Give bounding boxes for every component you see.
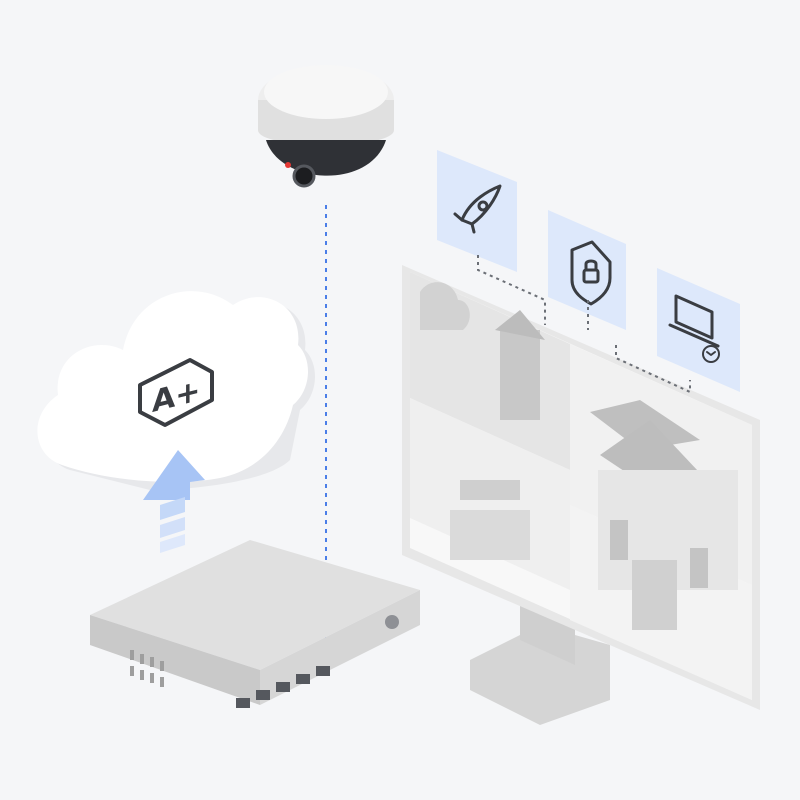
feature-tile-security bbox=[548, 210, 626, 330]
camera-view-house-left bbox=[410, 272, 570, 470]
feature-tile-remote-access bbox=[657, 268, 740, 392]
feature-tile-speed bbox=[437, 150, 517, 272]
laptop-refresh-icon bbox=[668, 294, 720, 363]
switch-ports bbox=[236, 666, 330, 708]
feature-connectors bbox=[477, 255, 691, 394]
rocket-icon bbox=[453, 184, 502, 234]
camera-indicator-light bbox=[285, 162, 291, 168]
cloud-service: A+ bbox=[37, 291, 316, 490]
upload-arrow-icon bbox=[143, 450, 205, 553]
camera-view-mansion bbox=[570, 420, 752, 700]
dome-security-camera bbox=[258, 65, 394, 188]
poe-network-switch bbox=[90, 540, 420, 708]
video-monitor bbox=[402, 265, 760, 725]
camera-view-storefront bbox=[410, 398, 570, 590]
camera-lens bbox=[292, 164, 316, 188]
shield-lock-icon bbox=[570, 240, 612, 306]
switch-vents bbox=[130, 650, 164, 687]
power-button bbox=[385, 615, 399, 629]
